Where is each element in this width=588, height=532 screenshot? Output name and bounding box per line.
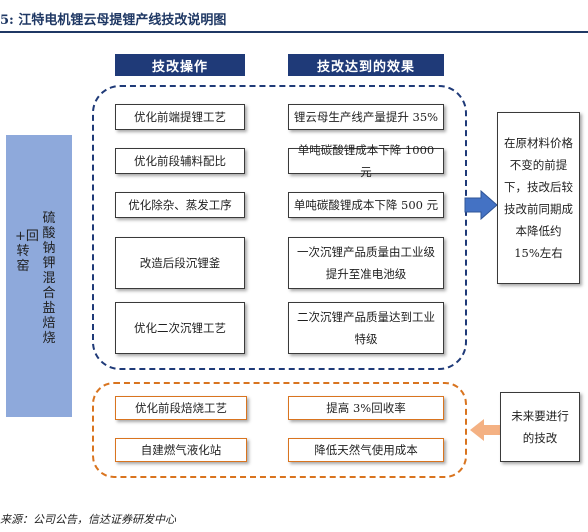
figure-title: 5: 江特电机锂云母提锂产线技改说明图 bbox=[0, 13, 227, 28]
action-box-5: 优化二次沉锂工艺 bbox=[115, 302, 245, 354]
effect-box-3: 单吨碳酸锂成本下降 500 元 bbox=[288, 192, 444, 218]
current-improvements-group bbox=[92, 85, 467, 370]
effect-box-4: 一次沉锂产品质量由工业级提升至准电池级 bbox=[288, 237, 444, 289]
side-label-line1: 硫酸钠钾混合盐焙烧 bbox=[42, 211, 56, 346]
header-effects: 技改达到的效果 bbox=[288, 54, 444, 76]
action-box-1: 优化前端提锂工艺 bbox=[115, 104, 245, 130]
future-arrow-icon bbox=[470, 419, 500, 441]
side-label-line2: +回转窑 bbox=[15, 229, 39, 274]
effect-box-1: 锂云母生产线产量提升 35% bbox=[288, 104, 444, 130]
future-action-box-2: 自建燃气液化站 bbox=[115, 438, 247, 462]
action-box-2: 优化前段辅料配比 bbox=[115, 148, 245, 174]
title-underline bbox=[0, 31, 588, 33]
future-effect-box-1: 提高 3%回收率 bbox=[288, 396, 444, 420]
header-actions: 技改操作 bbox=[115, 54, 245, 76]
process-side-label: +回转窑 硫酸钠钾混合盐焙烧 bbox=[6, 135, 72, 417]
future-improvements-group bbox=[92, 382, 467, 478]
future-effect-box-2: 降低天然气使用成本 bbox=[288, 438, 444, 462]
action-box-3: 优化除杂、蒸发工序 bbox=[115, 192, 245, 218]
effect-box-2: 单吨碳酸锂成本下降 1000 元 bbox=[288, 143, 444, 179]
effect-box-5: 二次沉锂产品质量达到工业特级 bbox=[288, 302, 444, 354]
action-box-4: 改造后段沉锂釜 bbox=[115, 237, 245, 289]
future-improvements-label: 未来要进行的技改 bbox=[500, 392, 580, 462]
cost-reduction-result: 在原材料价格不变的前提下，技改后较技改前同期成本降低约 15%左右 bbox=[497, 112, 580, 284]
result-arrow-icon bbox=[464, 190, 498, 220]
future-action-box-1: 优化前段焙烧工艺 bbox=[115, 396, 247, 420]
source-note: 来源：公司公告，信达证券研发中心 bbox=[0, 513, 176, 526]
